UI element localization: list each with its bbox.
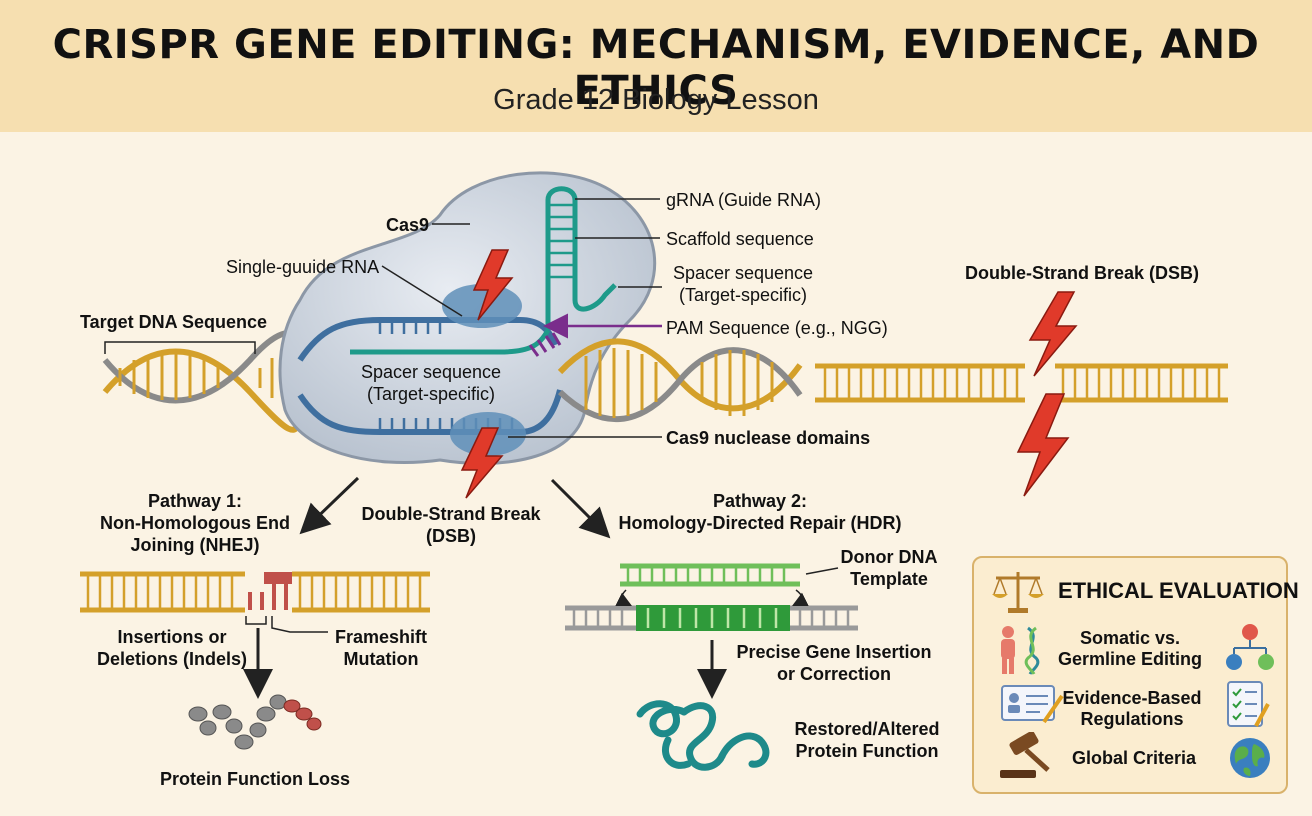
nuclease-label: Cas9 nuclease domains bbox=[666, 428, 871, 448]
page-subtitle: Grade 12 Biology Lesson bbox=[493, 84, 819, 116]
hdr-donor-template bbox=[620, 563, 800, 587]
scaffold-label: Scaffold sequence bbox=[666, 229, 814, 249]
id-card-icon bbox=[1001, 685, 1064, 724]
protein-restored-label: Restored/Altered Protein Function bbox=[794, 719, 940, 761]
page-title: CRISPR GENE EDITING: MECHANISM, EVIDENCE… bbox=[52, 22, 1260, 114]
grna-label: gRNA (Guide RNA) bbox=[666, 190, 822, 210]
lightning-icon bbox=[1016, 393, 1070, 497]
gavel-icon bbox=[1000, 732, 1050, 778]
cas9-label: Cas9 bbox=[386, 215, 430, 235]
lightning-icon bbox=[472, 249, 514, 321]
pathway1-title: Pathway 1: Non-Homologous End Joining (N… bbox=[100, 491, 290, 555]
ethical-evaluation-title: ETHICAL EVALUATION bbox=[1058, 578, 1299, 603]
dsb-dna-ladder bbox=[815, 363, 1228, 403]
donor-dna-label: Donor DNA Template bbox=[840, 547, 938, 589]
dsb-right-label: Double-Strand Break (DSB) bbox=[965, 263, 1200, 283]
nhej-dna-ladder bbox=[80, 571, 430, 633]
frameshift-label: Frameshift Mutation bbox=[334, 627, 428, 669]
ethics-item-global-criteria: Global Criteria bbox=[1071, 748, 1197, 768]
person-dna-icon bbox=[1001, 626, 1040, 675]
checklist-icon bbox=[1227, 681, 1270, 727]
hdr-genomic-dna bbox=[565, 567, 858, 631]
protein-loss-label: Protein Function Loss bbox=[160, 769, 351, 789]
globe-icon bbox=[1230, 738, 1270, 778]
spacer-inner-label: Spacer sequence (Target-specific) bbox=[360, 362, 502, 404]
sgrna-label: Single-guuide RNA bbox=[226, 257, 380, 277]
right-dna-helix bbox=[557, 338, 803, 423]
left-dna-helix bbox=[102, 330, 303, 433]
spacer-right-label: Spacer sequence (Target-specific) bbox=[672, 263, 814, 305]
ethical-evaluation-panel: ETHICAL EVALUATION Somatic vs. Germline … bbox=[972, 556, 1299, 794]
leader-lines bbox=[104, 198, 662, 438]
pathway2-title: Pathway 2: Homology-Directed Repair (HDR… bbox=[618, 491, 902, 533]
target-dna-label: Target DNA Sequence bbox=[80, 312, 268, 332]
lightning-icon bbox=[1028, 291, 1078, 377]
ethics-item-somatic-germline: Somatic vs. Germline Editing bbox=[1057, 628, 1203, 669]
header-banner bbox=[0, 0, 1312, 132]
lightning-icon bbox=[460, 427, 504, 499]
dsb-center-label: Double-Strand Break (DSB) bbox=[361, 504, 541, 546]
protein-loss-icon bbox=[188, 694, 322, 750]
arrow-to-hdr bbox=[550, 478, 611, 539]
pam-label: PAM Sequence (e.g., NGG) bbox=[666, 318, 888, 338]
precise-insertion-label: Precise Gene Insertion or Correction bbox=[736, 642, 932, 684]
arrow-to-nhej bbox=[299, 476, 360, 535]
scales-icon bbox=[992, 572, 1044, 613]
indels-label: Insertions or Deletions (Indels) bbox=[96, 627, 248, 669]
protein-restored-icon bbox=[636, 700, 770, 771]
hierarchy-icon bbox=[1226, 624, 1274, 670]
ethics-item-regulations: Evidence-Based Regulations bbox=[1062, 688, 1202, 729]
